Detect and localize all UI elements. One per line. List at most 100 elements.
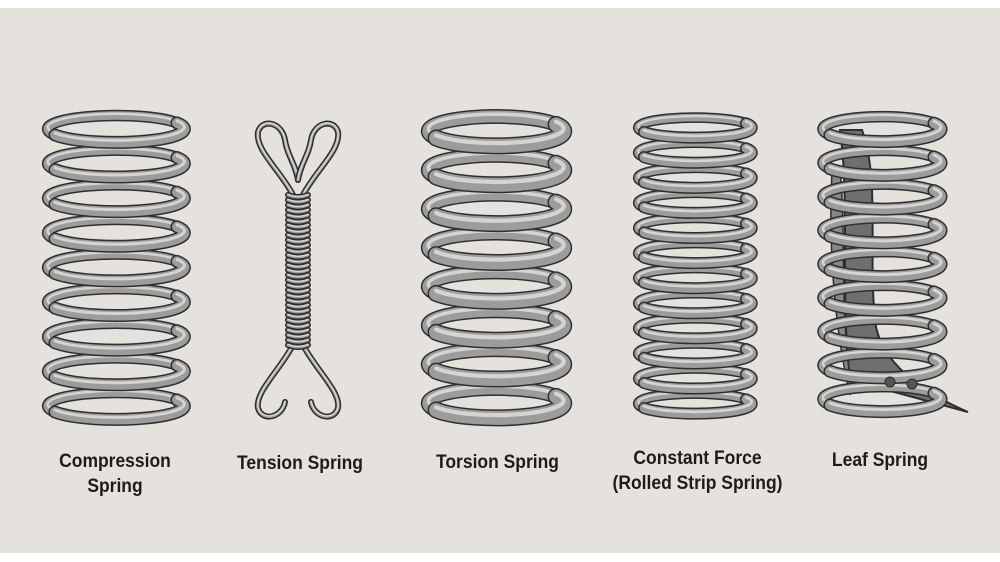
coil-front [828, 389, 943, 412]
label-constant-force-spring: Constant Force (Rolled Strip Spring) [594, 446, 801, 496]
compression-spring-drawing [41, 109, 191, 426]
hook-bottom-right [302, 343, 339, 417]
hook-bottom-left [256, 343, 295, 418]
tension-coil [287, 258, 309, 263]
coil-back [46, 216, 179, 239]
tension-spring-drawing [254, 120, 342, 420]
tension-coil [287, 253, 309, 258]
tension-coil [287, 323, 309, 328]
coil-front [642, 370, 754, 389]
coil-front [828, 220, 943, 243]
tension-coil [287, 303, 309, 308]
tension-coil [287, 238, 309, 243]
tension-coil [287, 308, 309, 313]
tension-coil [287, 233, 309, 238]
tension-coil [287, 313, 309, 318]
coil-front [642, 195, 754, 213]
label-line: Tension Spring [237, 453, 363, 474]
hook-bottom-left [257, 343, 294, 417]
constant-force-spring-drawing [633, 112, 758, 420]
tension-coil [287, 293, 309, 298]
hook-bottom-right [301, 343, 340, 418]
tension-coil [287, 288, 309, 293]
hook-top-right [297, 122, 339, 196]
tension-coil [287, 218, 309, 223]
coil-back [46, 354, 179, 377]
coil-back [46, 112, 179, 135]
coil-front [642, 245, 754, 263]
label-line: Torsion Spring [435, 452, 559, 473]
coil-front [642, 320, 754, 338]
coil-back [637, 114, 748, 132]
coil-back [46, 181, 179, 204]
label-line: Leaf Spring [831, 450, 929, 471]
rivet [906, 378, 918, 390]
label-line: Compression [59, 451, 171, 472]
coil-back [821, 181, 936, 203]
coil-front [53, 361, 186, 385]
coil-front [53, 396, 186, 419]
hook-top-left [257, 122, 299, 196]
coil-front [828, 119, 943, 142]
label-line: Spring [87, 476, 143, 497]
coil-back [821, 113, 936, 135]
coil-front [642, 170, 754, 188]
coil-back [426, 306, 558, 332]
coil-front [642, 120, 754, 138]
coil-back [821, 282, 936, 304]
tension-coil [287, 328, 309, 333]
tension-coil [287, 273, 309, 278]
coil-front [53, 223, 186, 246]
coil-back [46, 320, 179, 343]
label-torsion-spring: Torsion Spring [417, 450, 578, 475]
tension-coil [287, 278, 309, 283]
coil-back [821, 248, 936, 270]
coil-front [433, 352, 566, 379]
coil-front [828, 355, 943, 378]
tension-coil [287, 193, 309, 198]
coil-back [426, 228, 558, 254]
coil-front [53, 327, 186, 350]
coil-back [821, 383, 936, 405]
coil-front [828, 153, 943, 175]
coil-front [828, 254, 943, 277]
tension-coil [287, 243, 309, 248]
coil-front [433, 197, 566, 223]
tension-coil [287, 283, 309, 288]
tension-coil [287, 318, 309, 323]
tension-coil [287, 263, 309, 268]
coil-back [821, 147, 936, 169]
leaf-spring-drawing [817, 110, 969, 419]
coil-front [433, 119, 566, 146]
tension-coil [287, 228, 309, 233]
tension-coil [287, 203, 309, 208]
coil-front [642, 396, 754, 414]
coil-front [53, 292, 186, 316]
coil-back [46, 147, 179, 170]
coil-front [53, 119, 186, 142]
coil-front [53, 257, 186, 281]
label-tension-spring: Tension Spring [217, 451, 383, 476]
coil-front [642, 345, 754, 363]
tension-coil [287, 333, 309, 338]
coil-back [46, 389, 179, 412]
coil-back [426, 151, 558, 177]
torsion-spring-drawing [420, 109, 573, 427]
label-line: Constant Force [633, 448, 762, 469]
tension-coil [287, 248, 309, 253]
coil-back [426, 190, 558, 216]
coil-back [426, 384, 558, 410]
tension-coil [287, 208, 309, 213]
coil-back [426, 112, 558, 138]
tension-coil [287, 298, 309, 303]
tension-coil [287, 223, 309, 228]
tension-coil [287, 198, 309, 203]
coil-front [433, 274, 566, 301]
coil-back [821, 214, 936, 236]
coil-back [426, 267, 558, 293]
coil-front [828, 322, 943, 344]
tension-coil [287, 213, 309, 218]
coil-back [821, 349, 936, 371]
rivet [884, 376, 896, 388]
